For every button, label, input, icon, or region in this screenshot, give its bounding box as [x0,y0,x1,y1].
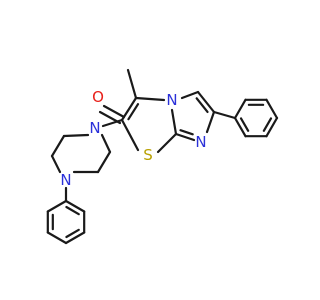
thiazole-c2-c3-inner-bond [127,103,140,121]
nitrogen-atom-label-imidazole: N [195,133,206,151]
atom-label-layer: O N N N N S [60,88,206,189]
thiazole-c2-s-bond [120,118,140,152]
nitrogen-atom-label-bridgehead: N [166,91,177,109]
methyl-bond [126,68,138,100]
thiazole-n-c-bond [170,108,178,136]
piperazine-bond-c [50,154,62,174]
nitrogen-atom-label-piperazine-bottom: N [60,171,71,189]
imidazole-c-n-bond [205,110,216,134]
carbonyl-bond-1 [102,104,126,119]
piperazine-bond-b [50,134,66,158]
imidazole-ch-c-bond [196,90,216,114]
phenyl-lower-inner-bond-2 [65,228,80,239]
thiazole-c2-c3-bond [120,96,138,122]
phenyl-lower-bond-0 [64,199,86,213]
bond-layer [46,68,279,245]
piperazine-bond-e [96,150,112,174]
thiazole-c3-n-bond [134,96,166,102]
phenyl-right-bond-0 [233,98,247,120]
phenyl-lower-bond-2 [64,231,86,245]
imidazole-to-phenyl-bond [212,110,237,120]
phenyl-lower-bond-3 [46,231,68,245]
oxygen-atom-label: O [92,88,104,106]
phenyl-right-inner-bond-3 [262,117,273,132]
phenyl-lower-bond-5 [46,199,68,213]
phenyl-lower-inner-bond-0 [65,205,80,216]
imidazole-n-c-bond [174,132,196,142]
phenyl-right-bond-3 [265,116,279,138]
thiazole-s-c-bond [156,132,178,154]
carbonyl-to-nitrogen-bond [101,118,124,128]
nitrogen-atom-label-piperazine-top: N [89,119,100,137]
imidazole-n-ch-bond [180,90,200,100]
phenyl-right-bond-2 [265,98,279,120]
phenyl-right-inner-bond-5 [239,117,250,132]
imidazole-inner-bond [195,97,209,114]
structure-canvas: O N N N N S [46,68,279,245]
molecule-diagram: O N N N N S [46,68,279,245]
phenyl-right-bond-5 [233,116,247,138]
piperazine-bond-a [62,133,90,138]
imidazole-cn-inner-bond [179,129,194,136]
sulfur-atom-label: S [143,146,153,164]
piperazine-bond-f [100,133,112,154]
